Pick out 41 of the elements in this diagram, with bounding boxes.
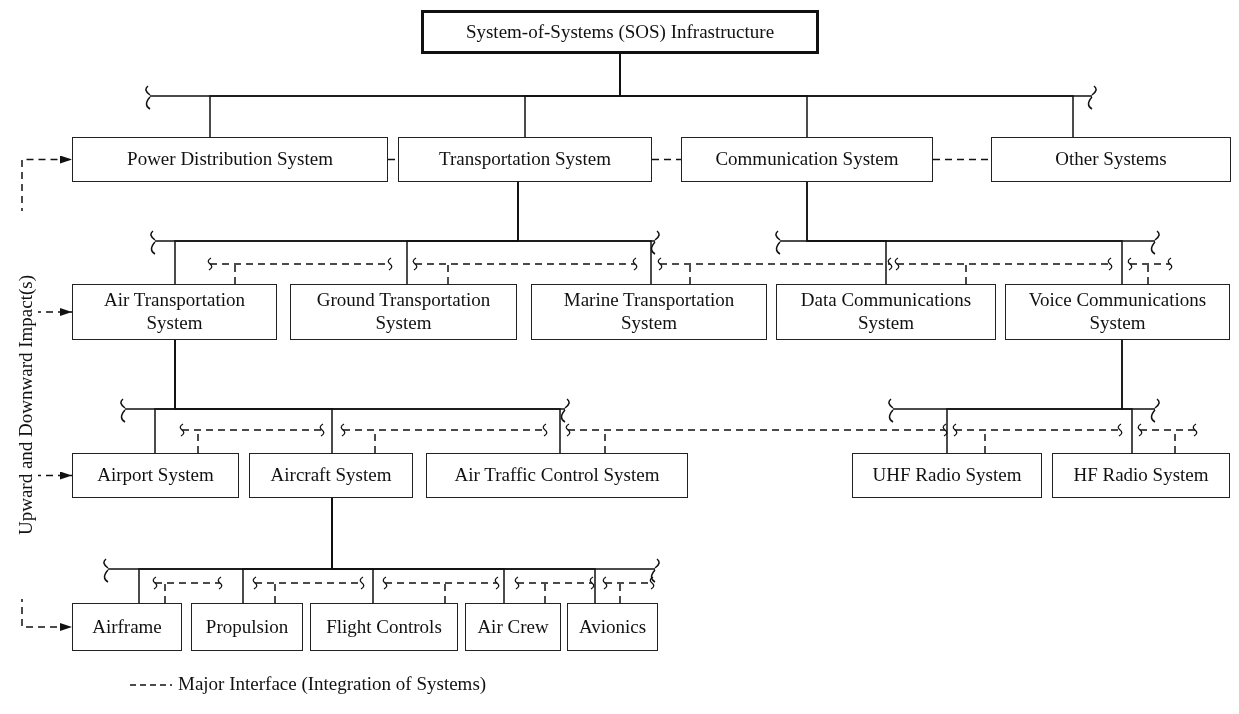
interface-line: [514, 576, 595, 604]
connector-line: [806, 181, 1123, 285]
system-box: HF Radio System: [1052, 453, 1230, 498]
interface-line: [952, 423, 1123, 454]
system-box: Other Systems: [991, 137, 1231, 182]
system-box: Marine Transportation System: [531, 284, 767, 340]
connector-line: [1121, 339, 1133, 454]
interface-line: [252, 576, 365, 604]
interface-line: [412, 257, 638, 285]
interface-line: [565, 423, 948, 454]
root-system-box: System-of-Systems (SOS) Infrastructure: [421, 10, 819, 54]
system-box: Avionics: [567, 603, 658, 651]
system-box: Voice Communications System: [1005, 284, 1230, 340]
interface-line: [1137, 423, 1198, 454]
system-box: Propulsion: [191, 603, 303, 651]
system-box: Aircraft System: [249, 453, 413, 498]
interface-line: [894, 257, 1113, 285]
system-box: UHF Radio System: [852, 453, 1042, 498]
connector-line: [651, 158, 682, 161]
interface-line: [340, 423, 548, 454]
interface-line: [1127, 257, 1173, 285]
system-box: Ground Transportation System: [290, 284, 517, 340]
connector-line: [517, 181, 652, 285]
system-box: Transportation System: [398, 137, 652, 182]
connector-line: [174, 339, 561, 454]
system-box: Data Communications System: [776, 284, 996, 340]
interface-line: [207, 257, 393, 285]
system-box: Air Traffic Control System: [426, 453, 688, 498]
legend-text: Major Interface (Integration of Systems): [178, 673, 487, 695]
interface-line: [382, 576, 500, 604]
system-box: Air Transportation System: [72, 284, 277, 340]
interface-line: [152, 576, 223, 604]
system-box: Airframe: [72, 603, 182, 651]
system-box: Communication System: [681, 137, 933, 182]
system-box: Flight Controls: [310, 603, 458, 651]
system-box: Air Crew: [465, 603, 561, 651]
interface-line: [657, 257, 893, 285]
interface-line: [602, 576, 655, 604]
system-box: Power Distribution System: [72, 137, 388, 182]
system-box: Airport System: [72, 453, 239, 498]
interface-line: [179, 423, 325, 454]
